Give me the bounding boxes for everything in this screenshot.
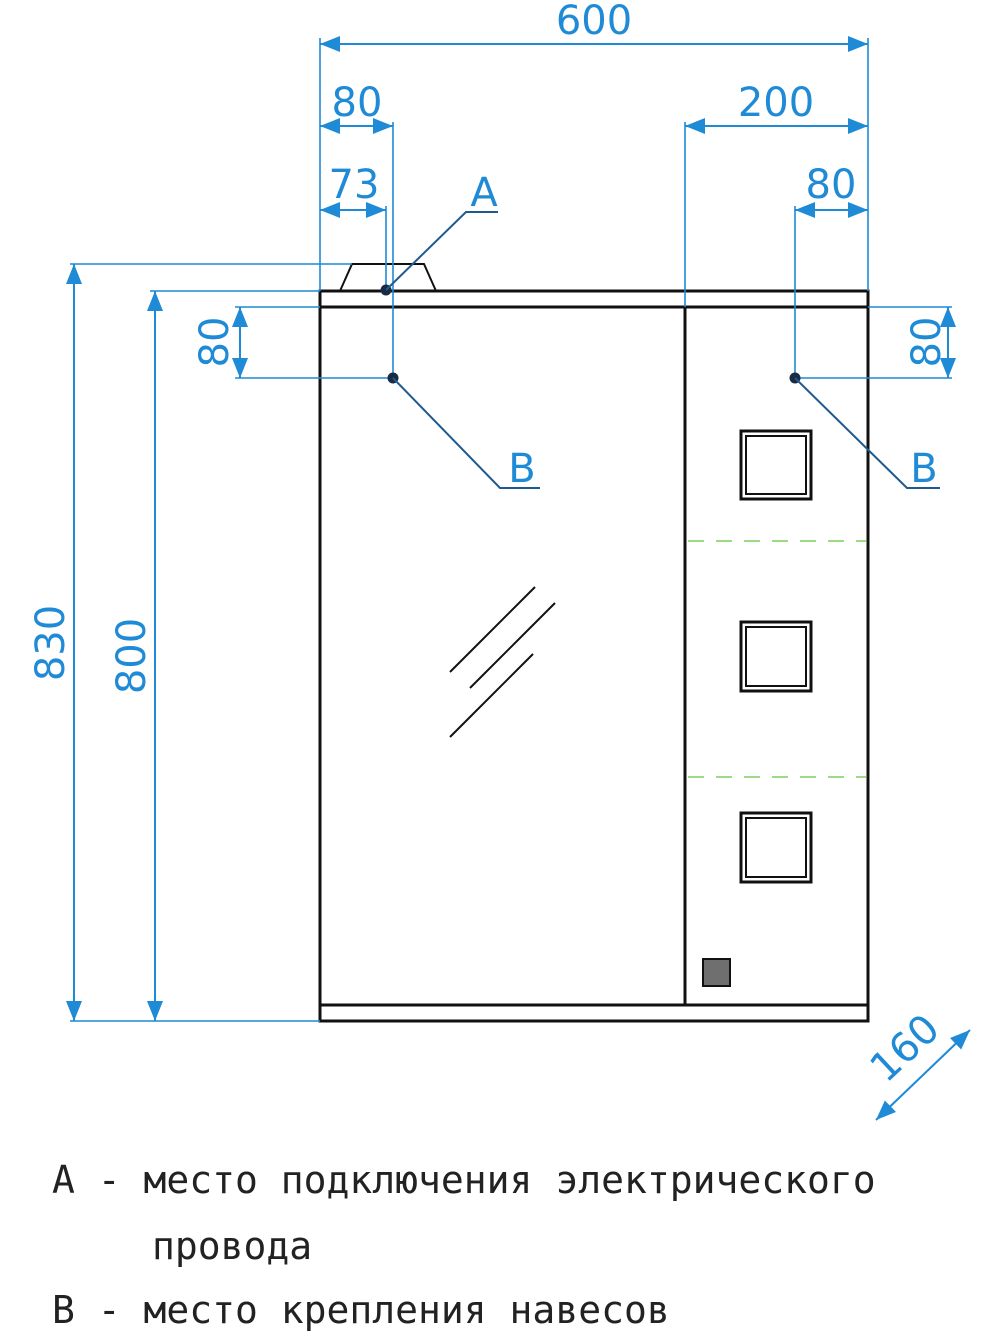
extension-lines	[70, 38, 952, 1022]
dim-200: 200	[738, 80, 814, 126]
callout-b-left-leader	[392, 377, 540, 489]
decor-square-2	[739, 620, 813, 693]
dim-80-left: 80	[332, 80, 383, 126]
callouts: A B B	[380, 170, 940, 492]
decor-square-3	[739, 811, 813, 884]
callout-b-right-label: B	[910, 446, 937, 492]
cabinet-body	[318, 305, 870, 1007]
dim-80-right: 80	[806, 162, 857, 208]
legend-line-a-cont: провода	[152, 1224, 313, 1268]
callout-b-right-leader	[794, 377, 940, 489]
dimension-lines	[66, 36, 971, 1121]
legend-line-b: B - место крепления навесов	[52, 1288, 670, 1332]
legend-line-a: A - место подключения электрического	[52, 1158, 876, 1202]
bottom-base	[318, 1003, 870, 1023]
decor-square-1	[739, 429, 813, 501]
top-cornice	[318, 289, 870, 309]
dim-80-vert-left: 80	[192, 317, 238, 368]
dim-800: 800	[109, 618, 155, 694]
callout-b-left-label: B	[508, 446, 535, 492]
dim-830: 830	[28, 605, 74, 681]
dim-line-160	[875, 1029, 971, 1121]
mirror-glare-marks	[449, 586, 556, 738]
dim-80-vert-right: 80	[904, 317, 950, 368]
callout-a-leader	[385, 211, 498, 291]
callout-a-label: A	[470, 170, 498, 216]
cabinet-outline	[318, 263, 870, 1023]
dim-600: 600	[556, 0, 632, 44]
lamp-fixture	[339, 263, 437, 292]
door-knob	[702, 958, 731, 987]
dim-160: 160	[862, 1006, 949, 1092]
dim-73: 73	[329, 162, 380, 208]
dimension-texts: 600 80 73 200 80 830 800 80 80 160	[28, 0, 950, 1091]
